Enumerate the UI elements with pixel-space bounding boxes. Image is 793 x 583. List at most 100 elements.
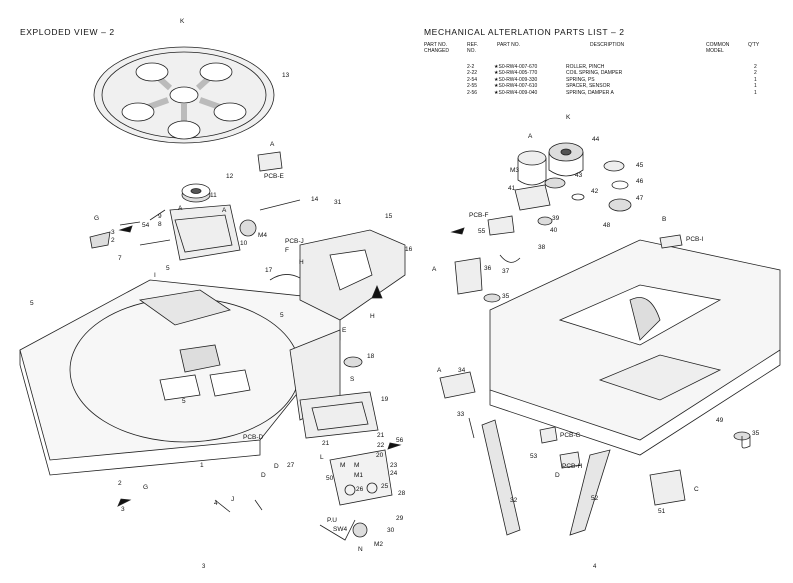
reel-disc-13 <box>93 46 275 144</box>
label-39: 39 <box>552 215 560 222</box>
bracket-3 <box>89 231 111 249</box>
label-35-left: 35 <box>502 293 510 300</box>
qty-cell: 1 <box>754 76 757 83</box>
mechanism-bracket <box>139 204 257 261</box>
gears-45-47 <box>603 160 632 212</box>
label-42: 42 <box>591 188 599 195</box>
label-21-a: 21 <box>322 440 330 447</box>
label-48: 48 <box>603 222 611 229</box>
ref-cell: 2-55 <box>467 83 478 90</box>
label-33: 33 <box>457 411 465 418</box>
arrow-e <box>371 284 383 299</box>
label-m3: M3 <box>510 167 520 174</box>
label-47: 47 <box>636 195 644 202</box>
label-a-m3: A <box>528 133 533 140</box>
label-45: 45 <box>636 162 644 169</box>
lever-52 <box>569 449 611 536</box>
roller-39 <box>537 216 553 226</box>
qty-cell: 1 <box>754 83 757 90</box>
label-17: 17 <box>265 267 273 274</box>
bracket-41 <box>514 184 551 211</box>
washer-42 <box>571 193 585 201</box>
label-54: 54 <box>142 222 150 229</box>
pcb-g <box>539 426 558 444</box>
header-qty: Q'TY <box>748 42 760 48</box>
label-21-b: 21 <box>377 432 385 439</box>
ref-cell: 2-22 <box>467 70 478 77</box>
label-f: F <box>285 247 289 254</box>
label-10: 10 <box>240 240 248 247</box>
label-5-d: 5 <box>182 398 186 405</box>
qty-cell: 1 <box>754 89 757 96</box>
label-5-a: 5 <box>166 265 170 272</box>
label-44: 44 <box>592 136 600 143</box>
foot-35-left <box>483 293 501 303</box>
label-s: S <box>350 376 355 383</box>
label-d-right: D <box>555 472 560 479</box>
label-a-34: A <box>437 367 442 374</box>
label-2-bot: 2 <box>118 480 122 487</box>
label-pcb-f: PCB-F <box>469 212 489 219</box>
label-37: 37 <box>502 268 510 275</box>
label-e: E <box>342 327 347 334</box>
label-23: 23 <box>390 462 398 469</box>
label-j: J <box>231 496 235 503</box>
chassis-49 <box>489 239 781 456</box>
pcb-f <box>487 215 515 236</box>
label-31: 31 <box>334 199 342 206</box>
label-i: I <box>154 272 156 279</box>
part-cell: ★S0-RW4-007-670 <box>494 64 538 70</box>
part-cell: ★S0-RW4-005-770 <box>494 70 538 77</box>
arrow-56 <box>387 442 402 450</box>
header-part-no-changed: PART NO. CHANGED <box>424 42 450 54</box>
label-k-top: K <box>180 18 185 25</box>
label-36: 36 <box>484 265 492 272</box>
label-4: 4 <box>214 500 218 507</box>
label-50: 50 <box>326 475 334 482</box>
plate-34 <box>439 371 476 399</box>
spring-33 <box>468 417 475 439</box>
desc-cell: SPRING, PS <box>566 76 595 83</box>
cover-15-16 <box>299 229 406 321</box>
bracket-36 <box>454 257 483 295</box>
label-53: 53 <box>530 453 538 460</box>
spring-17 <box>269 274 301 281</box>
qty-cell: 2 <box>754 64 757 70</box>
label-pcb-g: PCB-G <box>560 432 581 439</box>
gear-11 <box>181 183 211 203</box>
label-a-right: A <box>222 207 227 214</box>
ref-cell: 2-54 <box>467 76 478 83</box>
label-18: 18 <box>367 353 375 360</box>
label-9: 9 <box>158 213 162 220</box>
label-51: 51 <box>658 508 666 515</box>
label-14: 14 <box>311 196 319 203</box>
main-chassis-1 <box>19 279 341 476</box>
label-32: 32 <box>510 497 518 504</box>
desc-cell: SPACER, SENSOR <box>566 83 611 90</box>
label-d-mid: D <box>274 463 279 470</box>
label-27: 27 <box>287 462 295 469</box>
label-pcb-j: PCB-J <box>285 238 304 245</box>
label-20: 20 <box>376 452 384 459</box>
pulley-43 <box>544 177 566 189</box>
pcb-h <box>559 451 581 469</box>
page-title-exploded-view: EXPLODED VIEW – 2 <box>20 27 115 37</box>
label-46: 46 <box>636 178 644 185</box>
label-41: 41 <box>508 185 516 192</box>
label-h-bot: H <box>370 313 375 320</box>
label-pu: P.U <box>327 517 337 524</box>
label-l: L <box>320 454 324 461</box>
ref-cell: 2-2 <box>467 64 475 70</box>
label-29: 29 <box>396 515 404 522</box>
label-h-top: H <box>299 259 304 266</box>
label-26: 26 <box>356 486 364 493</box>
desc-cell: SPRING, DAMPER A <box>566 89 614 96</box>
label-k-right: K <box>566 114 571 121</box>
label-19: 19 <box>381 396 389 403</box>
label-38: 38 <box>538 244 546 251</box>
label-24: 24 <box>390 470 398 477</box>
label-c: C <box>694 486 699 493</box>
bracket-51 <box>649 469 686 506</box>
label-b: B <box>662 216 667 223</box>
